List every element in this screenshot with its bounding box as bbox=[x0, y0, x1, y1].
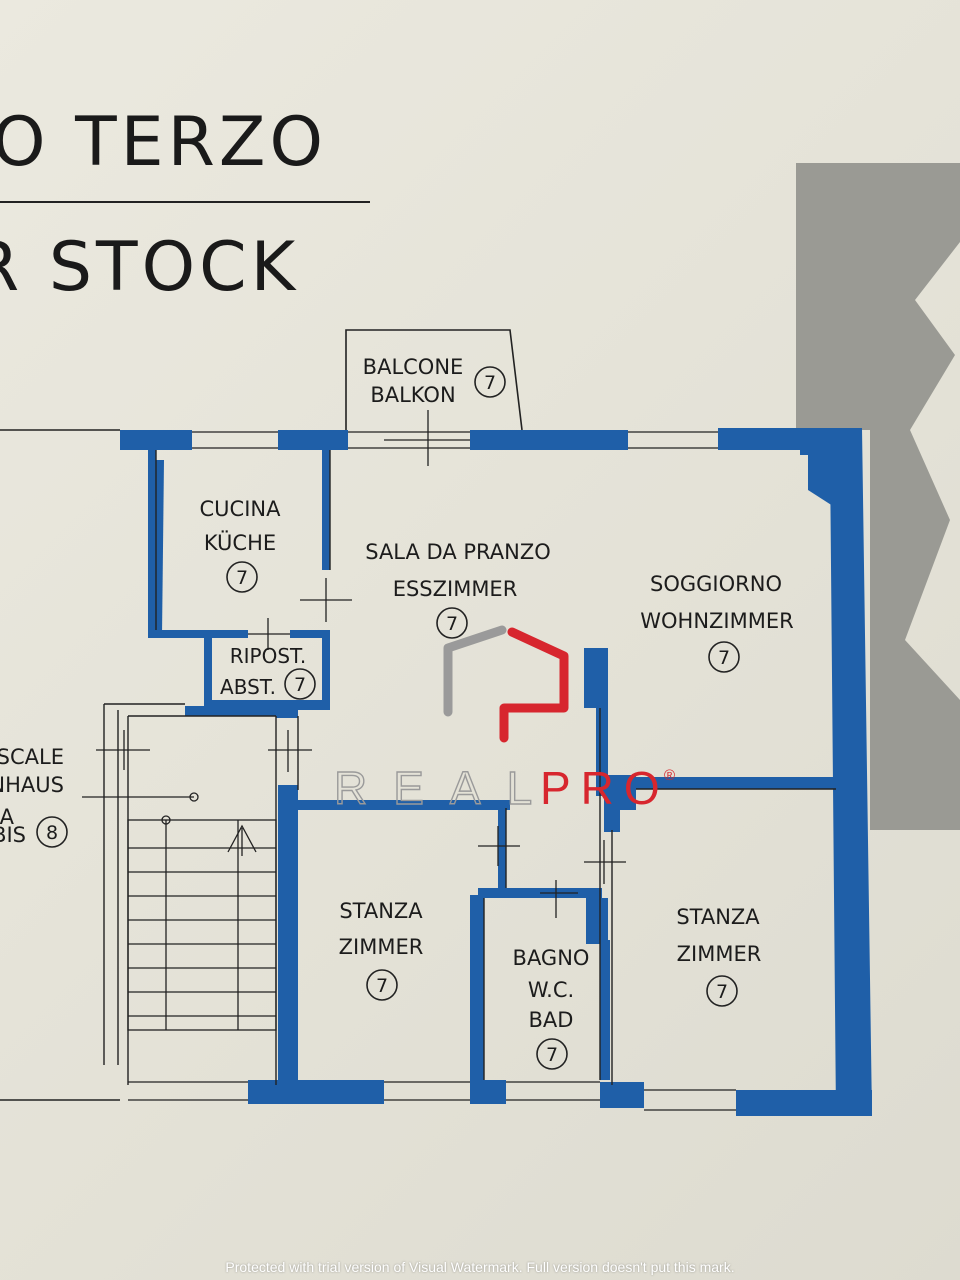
watermark-brand-left: REAL bbox=[334, 762, 558, 814]
room-number-circle-sala bbox=[436, 607, 468, 639]
room-labels: BALCONE BALKON 7 CUCINA KÜCHE 7 SALA DA … bbox=[0, 355, 794, 1070]
room-label-cucina-2: KÜCHE bbox=[204, 530, 276, 555]
room-label-stanza2-1: STANZA bbox=[676, 905, 760, 929]
room-label-scale-4: BIS bbox=[0, 823, 26, 847]
realpro-watermark: REAL PRO ® bbox=[333, 625, 675, 815]
room-label-balcone-2: BALKON bbox=[370, 383, 455, 407]
walls bbox=[120, 428, 872, 1116]
room-label-soggiorno-2: WOHNZIMMER bbox=[640, 609, 793, 633]
room-number-scale: 8 bbox=[46, 822, 58, 844]
room-number-balcone: 7 bbox=[484, 372, 496, 394]
room-label-bagno-3: BAD bbox=[529, 1008, 574, 1032]
room-label-scale-1: SCALE bbox=[0, 745, 64, 769]
room-number-bagno: 7 bbox=[546, 1044, 558, 1066]
room-label-stanza1-2: ZIMMER bbox=[339, 935, 424, 959]
room-number-stanza2: 7 bbox=[716, 981, 728, 1003]
room-label-cucina-1: CUCINA bbox=[200, 497, 282, 521]
room-label-balcone-1: BALCONE bbox=[363, 355, 464, 379]
windows bbox=[128, 431, 736, 1111]
room-label-bagno-2: W.C. bbox=[528, 978, 574, 1002]
room-number-circle-scale bbox=[36, 816, 68, 848]
watermark-brand-right: PRO bbox=[540, 762, 670, 814]
room-number-circle-balcone bbox=[474, 366, 506, 398]
room-number-circle-soggiorno bbox=[708, 641, 740, 673]
watermark-registered: ® bbox=[664, 767, 675, 784]
room-label-bagno-1: BAGNO bbox=[513, 946, 590, 970]
stairs bbox=[82, 792, 277, 1031]
room-number-ripost: 7 bbox=[294, 674, 306, 696]
room-number-circle-stanza1 bbox=[366, 969, 398, 1001]
room-label-sala-2: ESSZIMMER bbox=[393, 577, 518, 601]
title-line2: R STOCK bbox=[0, 228, 299, 307]
room-number-cucina: 7 bbox=[236, 567, 248, 589]
door-marks bbox=[96, 410, 626, 918]
title-line1: O TERZO bbox=[0, 103, 327, 182]
room-label-stanza1-1: STANZA bbox=[339, 899, 423, 923]
room-label-stanza2-2: ZIMMER bbox=[677, 942, 762, 966]
trial-watermark-footer: Protected with trial version of Visual W… bbox=[225, 1259, 735, 1275]
room-number-stanza1: 7 bbox=[376, 975, 388, 997]
room-label-scale-2: NHAUS bbox=[0, 773, 64, 797]
room-number-sala: 7 bbox=[446, 613, 458, 635]
room-number-circle-bagno bbox=[536, 1038, 568, 1070]
room-label-soggiorno-1: SOGGIORNO bbox=[650, 572, 782, 596]
room-label-scale-3: A bbox=[0, 805, 15, 829]
room-label-sala-1: SALA DA PRANZO bbox=[365, 540, 551, 564]
room-label-ripost-2: ABST. bbox=[220, 675, 276, 699]
neighbour-building bbox=[796, 163, 960, 830]
balcony-outline bbox=[345, 329, 523, 431]
room-number-circle-ripost bbox=[284, 668, 316, 700]
room-label-ripost-1: RIPOST. bbox=[230, 644, 307, 668]
realpro-logo-icon bbox=[443, 625, 569, 743]
room-number-soggiorno: 7 bbox=[718, 647, 730, 669]
room-number-circle-stanza2 bbox=[706, 975, 738, 1007]
room-number-circle-cucina bbox=[226, 561, 258, 593]
